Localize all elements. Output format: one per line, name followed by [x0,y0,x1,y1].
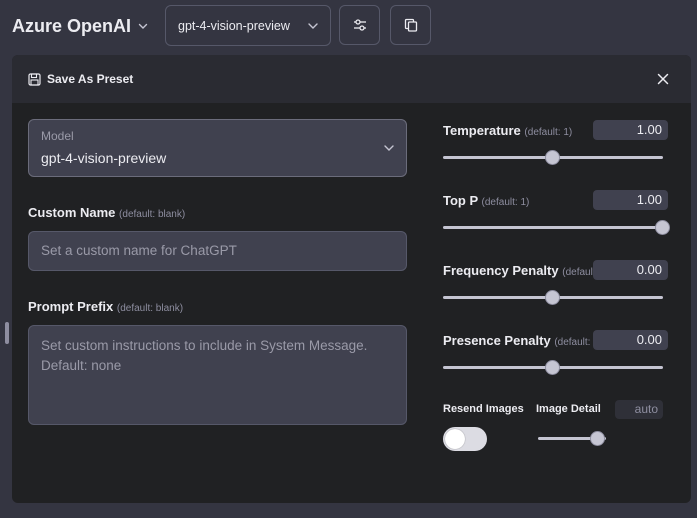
top-p-label: Top P [443,193,478,208]
presence-penalty-value[interactable]: 0.00 [593,330,668,350]
custom-name-label: Custom Name [28,205,116,220]
prompt-prefix-textarea[interactable]: Set custom instructions to include in Sy… [28,325,407,425]
chevron-down-icon [138,23,148,29]
top-p-heading: Top P (default: 1) [443,193,529,208]
top-bar: Azure OpenAI gpt-4-vision-preview [0,0,697,52]
presence-penalty-slider-thumb[interactable] [545,360,560,375]
copy-icon [404,18,417,32]
resend-images-toggle[interactable] [443,427,487,451]
frequency-penalty-slider-thumb[interactable] [545,290,560,305]
presence-penalty-hint: (default: 0) [554,337,603,348]
presence-penalty-heading: Presence Penalty (default: 0) [443,333,602,348]
image-detail-slider-thumb[interactable] [590,431,606,446]
prompt-prefix-placeholder: Set custom instructions to include in Sy… [41,338,368,373]
model-dropdown[interactable]: gpt-4-vision-preview [165,5,331,46]
temperature-label: Temperature [443,123,521,138]
top-p-hint: (default: 1) [481,197,530,208]
save-as-preset-label: Save As Preset [47,72,134,86]
frequency-penalty-heading: Frequency Penalty (default: 0) [443,263,610,278]
image-detail-value[interactable]: auto [615,400,663,419]
endpoint-selector[interactable]: Azure OpenAI [12,12,149,40]
custom-name-placeholder: Set a custom name for ChatGPT [41,243,237,258]
custom-name-heading: Custom Name (default: blank) [28,205,185,220]
image-detail-label: Image Detail [536,403,601,415]
dialog-header: Save As Preset [12,55,691,103]
top-p-value[interactable]: 1.00 [593,190,668,210]
image-detail-slider[interactable] [538,437,606,440]
custom-name-hint: (default: blank) [119,209,186,220]
frequency-penalty-value[interactable]: 0.00 [593,260,668,280]
endpoint-label: Azure OpenAI [12,15,132,36]
temperature-value[interactable]: 1.00 [593,120,668,140]
temperature-hint: (default: 1) [524,127,573,138]
prompt-prefix-label: Prompt Prefix [28,299,114,314]
frequency-penalty-hint: (default: 0) [562,267,611,278]
model-select-value: gpt-4-vision-preview [41,150,167,166]
model-select-label: Model [41,129,74,143]
save-icon [28,72,41,86]
top-p-slider[interactable] [443,226,663,229]
temperature-heading: Temperature (default: 1) [443,123,572,138]
resend-images-label: Resend Images [443,403,524,415]
frequency-penalty-label: Frequency Penalty [443,263,559,278]
model-select[interactable]: Model gpt-4-vision-preview [28,119,407,177]
sliders-icon [353,19,366,31]
top-p-slider-thumb[interactable] [655,220,670,235]
save-as-preset-button[interactable]: Save As Preset [28,70,133,88]
custom-name-input[interactable]: Set a custom name for ChatGPT [28,231,407,271]
model-dropdown-label: gpt-4-vision-preview [178,18,290,33]
presence-penalty-label: Presence Penalty [443,333,551,348]
settings-button[interactable] [339,5,380,45]
close-icon[interactable] [655,71,671,87]
prompt-prefix-hint: (default: blank) [116,303,184,314]
chevron-down-icon [308,23,318,29]
prompt-prefix-heading: Prompt Prefix (default: blank) [28,299,183,314]
toggle-knob [445,429,465,449]
sidebar-resize-handle[interactable] [5,322,9,344]
chevron-down-icon [384,145,394,151]
temperature-slider-thumb[interactable] [545,150,560,165]
presets-button[interactable] [390,5,431,45]
